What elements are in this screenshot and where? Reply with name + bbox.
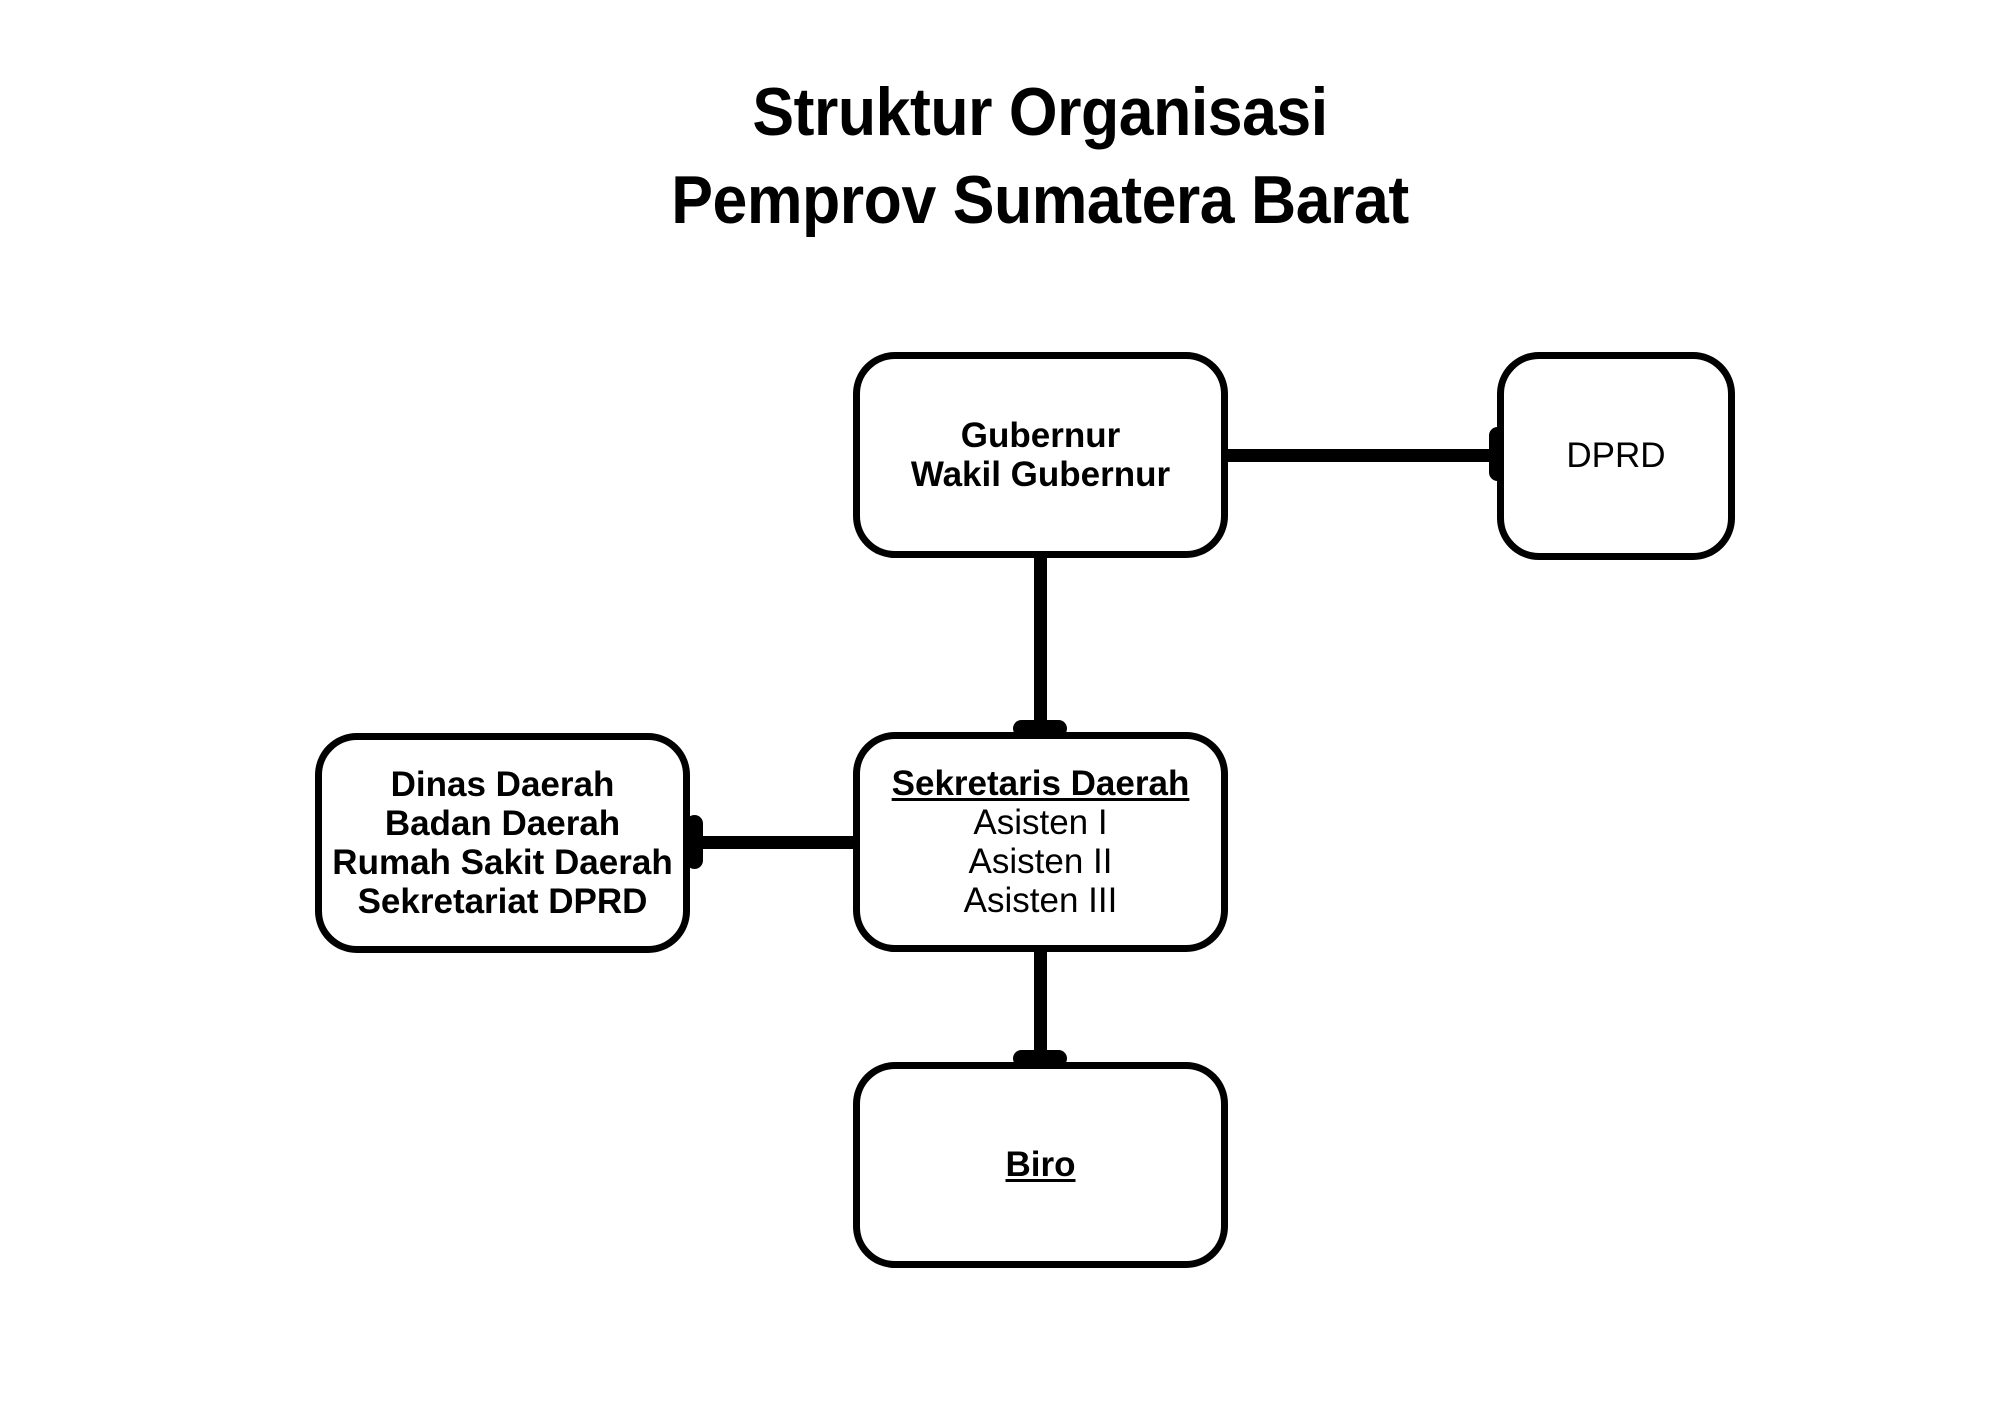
- node-dprd-label: DPRD: [1566, 436, 1666, 476]
- node-sekretaris-daerah-asisten-2: Asisten II: [968, 842, 1113, 881]
- node-dinas-daerah-line-3: Rumah Sakit Daerah: [332, 843, 673, 882]
- node-sekretaris-daerah-asisten-3: Asisten III: [963, 881, 1118, 921]
- node-dinas-daerah-line-2: Badan Daerah: [384, 803, 621, 843]
- node-gubernur[interactable]: Gubernur Wakil Gubernur: [853, 352, 1228, 558]
- page-title: Struktur Organisasi Pemprov Sumatera Bar…: [0, 68, 2000, 245]
- node-dprd[interactable]: DPRD: [1497, 352, 1735, 560]
- node-dinas-daerah-line-4: Sekretariat DPRD: [357, 882, 648, 922]
- node-gubernur-line-2: Wakil Gubernur: [910, 455, 1171, 494]
- connector-terminator-dinas-daerah: [686, 815, 703, 869]
- connector-gubernur-dprd: [1222, 449, 1504, 462]
- title-line-2: Pemprov Sumatera Barat: [671, 162, 1409, 239]
- node-dinas-daerah[interactable]: Dinas Daerah Badan Daerah Rumah Sakit Da…: [315, 733, 690, 953]
- node-dinas-daerah-line-1: Dinas Daerah: [390, 764, 615, 804]
- title-line-1: Struktur Organisasi: [752, 74, 1328, 150]
- node-sekretaris-daerah-asisten-1: Asisten I: [973, 802, 1108, 842]
- node-gubernur-line-1: Gubernur: [960, 415, 1121, 455]
- node-biro[interactable]: Biro: [853, 1062, 1228, 1268]
- node-sekretaris-daerah-heading: Sekretaris Daerah: [891, 763, 1190, 803]
- node-biro-label: Biro: [1005, 1145, 1076, 1185]
- node-sekretaris-daerah[interactable]: Sekretaris Daerah Asisten I Asisten II A…: [853, 732, 1228, 952]
- connector-sekretaris-daerah-biro: [1034, 946, 1047, 1070]
- connector-sekretaris-daerah-dinas-daerah: [690, 836, 860, 849]
- connector-gubernur-sekretaris-daerah: [1034, 552, 1047, 738]
